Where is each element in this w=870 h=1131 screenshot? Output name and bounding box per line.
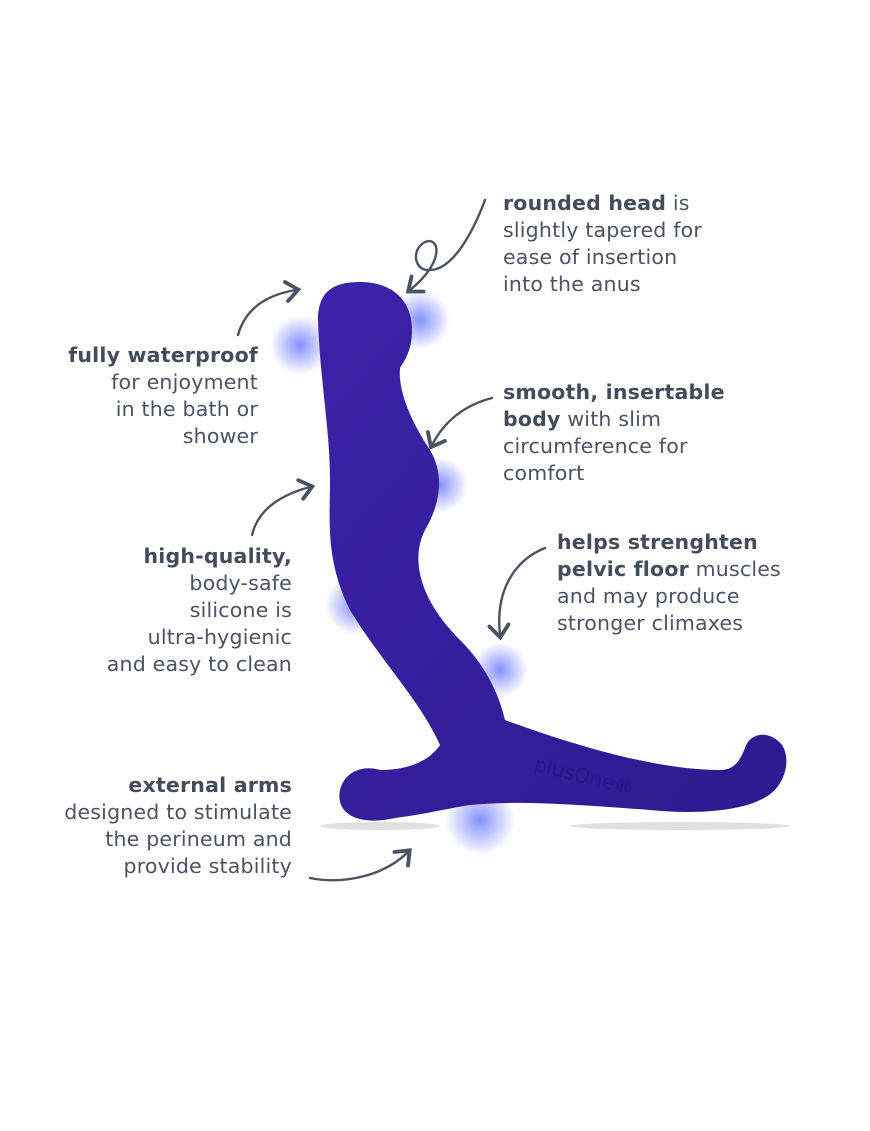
prostate-massager — [318, 282, 787, 821]
annotation-smooth-body: smooth, insertable body with slim circum… — [503, 379, 725, 487]
annotation-title: helps strenghten — [557, 530, 758, 554]
arrow-pelvic-floor — [487, 546, 547, 641]
annotation-title: pelvic floor — [557, 557, 689, 581]
annotation-text: provide stability — [123, 854, 292, 878]
annotation-title: rounded head — [503, 191, 667, 215]
annotation-text: ultra-hygienic — [147, 625, 292, 649]
annotation-text: silicone is — [189, 598, 292, 622]
annotation-text: slightly tapered for — [503, 218, 702, 242]
annotation-title: fully waterproof — [68, 343, 258, 367]
annotation-high-quality: high-quality, body-safe silicone is ultr… — [107, 543, 292, 678]
annotation-text: designed to stimulate — [64, 800, 292, 824]
annotation-text: and easy to clean — [106, 652, 292, 676]
annotation-pelvic-floor: helps strenghten pelvic floor muscles an… — [557, 529, 781, 637]
annotation-text: muscles — [688, 557, 781, 581]
annotation-text: in the bath or — [115, 397, 258, 421]
annotation-title: high-quality, — [143, 544, 292, 568]
annotation-arrows — [236, 198, 547, 882]
arrow-waterproof — [236, 280, 302, 337]
annotation-text: with slim — [560, 407, 662, 431]
shadow — [570, 822, 790, 830]
annotation-text: the perineum and — [105, 827, 292, 851]
arrow-rounded-head — [405, 198, 487, 294]
annotation-text: comfort — [503, 461, 585, 485]
annotation-text: into the anus — [503, 272, 641, 296]
annotation-text: stronger climaxes — [557, 611, 744, 635]
annotation-text: is — [666, 191, 690, 215]
arrow-high-quality — [250, 478, 316, 537]
annotation-external-arms: external arms designed to stimulate the … — [64, 772, 292, 880]
annotation-text: body-safe — [189, 571, 292, 595]
annotation-text: shower — [182, 424, 258, 448]
annotation-text: for enjoyment — [111, 370, 258, 394]
annotation-text: ease of insertion — [503, 245, 678, 269]
arrow-smooth-body — [425, 396, 494, 450]
shadow — [320, 822, 440, 830]
arrow-external-arms — [308, 848, 412, 882]
annotation-title: smooth, insertable — [503, 380, 725, 404]
annotation-fully-waterproof: fully waterproof for enjoyment in the ba… — [68, 342, 258, 450]
annotation-text: circumference for — [503, 434, 688, 458]
annotation-title: external arms — [128, 773, 292, 797]
annotation-text: and may produce — [557, 584, 740, 608]
annotation-title: body — [503, 407, 561, 431]
annotation-rounded-head: rounded head is slightly tapered for eas… — [503, 190, 702, 298]
